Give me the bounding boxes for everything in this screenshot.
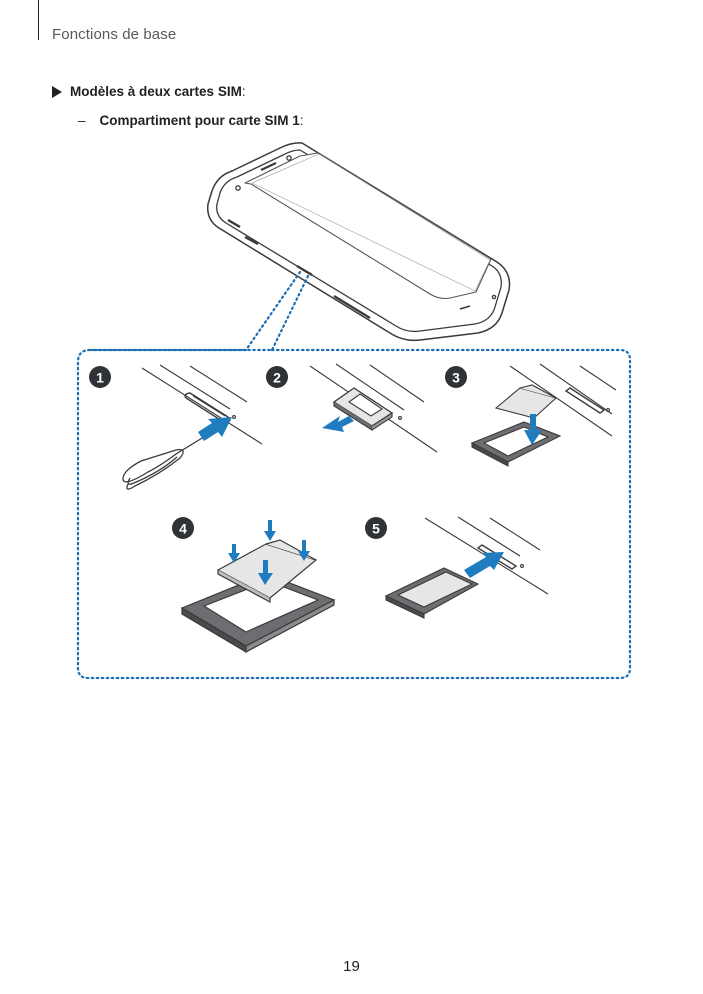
arrow-insert-card-icon [524,414,542,445]
bullet-label: Modèles à deux cartes SIM [70,84,242,99]
arrow-insert-tray-icon [464,552,504,578]
arrows-press-card-icon [228,520,310,585]
bullet-colon: : [241,84,246,99]
step-1: 1 [89,364,263,490]
step-badge-2 [266,366,288,388]
dash-bullet: – [78,113,86,128]
step-5: 5 [365,516,549,619]
step-number-5: 5 [372,521,380,537]
step-badge-1 [89,366,111,388]
models-bullet: Modèles à deux cartes SIM : [52,84,246,99]
triangle-bullet-icon [52,85,62,98]
phone-illustration [206,142,511,342]
arrow-push-pin-icon [198,417,232,441]
step-number-1: 1 [96,370,104,386]
step-badge-5 [365,517,387,539]
sub-item-label: Compartiment pour carte SIM 1 [99,113,300,128]
section-header: Fonctions de base [52,26,177,43]
margin-rule [38,0,39,40]
step-4: 4 [172,517,336,654]
step-badge-4 [172,517,194,539]
step-badge-3 [445,366,467,388]
sub-item: – Compartiment pour carte SIM 1 : [78,113,304,128]
step-number-4: 4 [179,521,187,537]
step-2: 2 [266,363,438,453]
step-3: 3 [445,363,617,467]
arrow-pull-tray-icon [322,416,354,432]
callout-box [76,348,632,680]
callout-connector [244,270,310,352]
sub-item-colon: : [299,113,304,128]
page-number: 19 [343,958,360,975]
step-number-2: 2 [273,370,281,386]
step-number-3: 3 [452,370,460,386]
